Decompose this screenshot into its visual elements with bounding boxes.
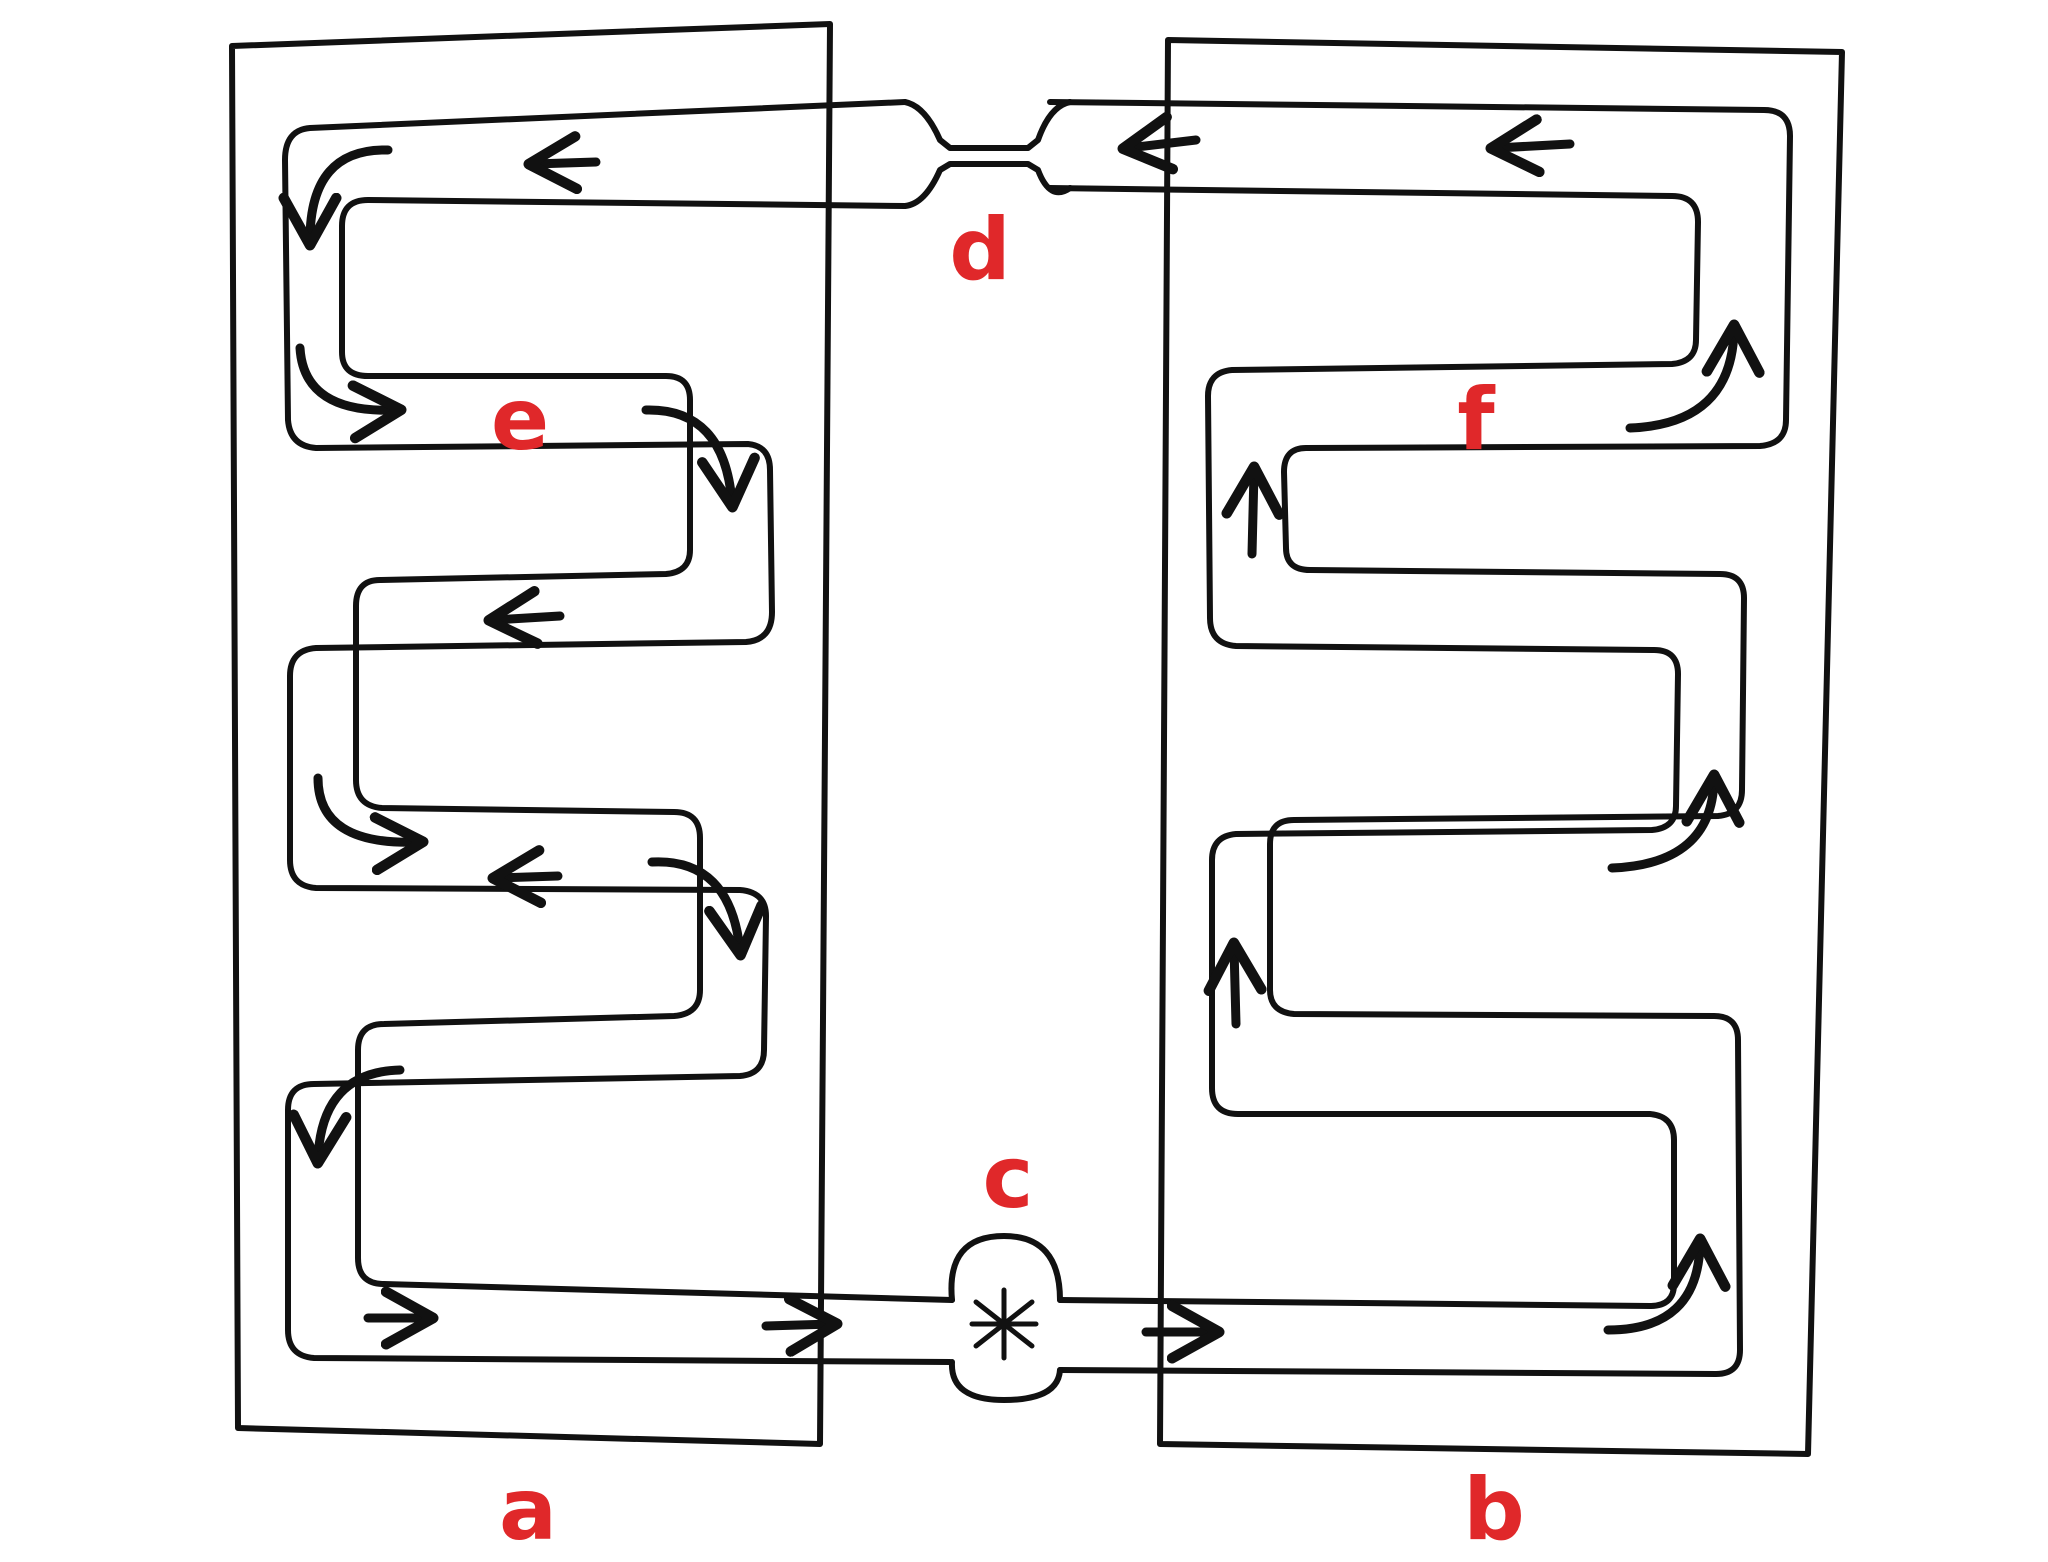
arrow-icon	[641, 405, 760, 513]
asterisk-pump-icon	[969, 1287, 1039, 1361]
label-b: b	[1463, 1460, 1525, 1560]
arrow-icon	[487, 845, 563, 909]
junction-d	[902, 99, 1073, 209]
arrow-icon	[1625, 319, 1765, 433]
arrow-icon	[1603, 1233, 1731, 1335]
arrow-icon	[647, 857, 767, 961]
arrow-icon	[761, 1293, 843, 1357]
panel-b-outline	[1157, 37, 1845, 1457]
arrow-icon	[288, 1065, 405, 1169]
label-f: f	[1457, 370, 1495, 470]
arrow-icon	[1203, 937, 1267, 1029]
tube-right-serpentine	[1047, 99, 1793, 1377]
arrow-icon	[295, 343, 407, 444]
arrow-icon	[1485, 114, 1575, 178]
label-c: c	[982, 1128, 1034, 1228]
arrow-icon	[523, 131, 601, 195]
panel-a-outline	[229, 21, 833, 1447]
arrow-icon	[1117, 111, 1201, 175]
arrow-icon	[1221, 461, 1285, 559]
arrow-icon	[278, 145, 393, 251]
label-d: d	[949, 200, 1011, 300]
arrow-icon	[483, 586, 565, 649]
arrow-icon	[1607, 769, 1745, 873]
arrow-icon	[313, 773, 429, 876]
label-e: e	[490, 370, 550, 470]
pump-c	[948, 1233, 1063, 1403]
tube-left-serpentine	[282, 99, 955, 1365]
label-a: a	[498, 1460, 558, 1560]
